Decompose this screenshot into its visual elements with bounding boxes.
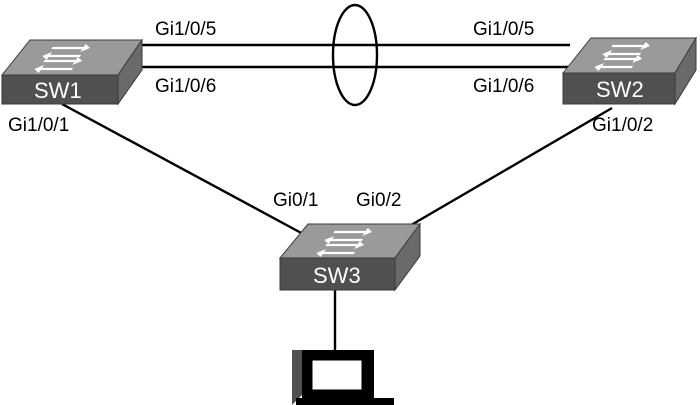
switch-sw2[interactable]: SW2 xyxy=(561,36,697,106)
etherchannel-oval-icon xyxy=(331,3,379,107)
switch-sw3[interactable]: SW3 xyxy=(278,222,421,292)
switch-icon xyxy=(561,36,697,106)
port-label-sw3-gi2: Gi0/2 xyxy=(356,190,401,211)
port-label-sw2-gi5: Gi1/0/5 xyxy=(473,19,534,40)
switch-icon xyxy=(0,38,143,106)
pc-icon xyxy=(292,350,394,405)
port-label-sw2-gi2: Gi1/0/2 xyxy=(592,115,653,136)
switch-sw1[interactable]: SW1 xyxy=(0,38,143,106)
port-label-sw1-gi5: Gi1/0/5 xyxy=(155,19,216,40)
port-labels: Gi1/0/5 Gi1/0/6 Gi1/0/5 Gi1/0/6 Gi1/0/1 … xyxy=(8,19,653,211)
port-label-sw1-gi6: Gi1/0/6 xyxy=(155,76,216,97)
switch-icon xyxy=(278,222,421,292)
link-sw2-sw3 xyxy=(381,106,613,244)
port-label-sw1-gi1: Gi1/0/1 xyxy=(8,115,69,136)
switch-label-sw1: SW1 xyxy=(34,78,82,103)
switch-label-sw2: SW2 xyxy=(596,77,644,102)
port-label-sw3-gi1: Gi0/1 xyxy=(273,190,318,211)
port-label-sw2-gi6: Gi1/0/6 xyxy=(473,76,534,97)
link-sw1-sw3 xyxy=(61,102,319,244)
links xyxy=(61,43,613,350)
switch-label-sw3: SW3 xyxy=(313,263,361,288)
